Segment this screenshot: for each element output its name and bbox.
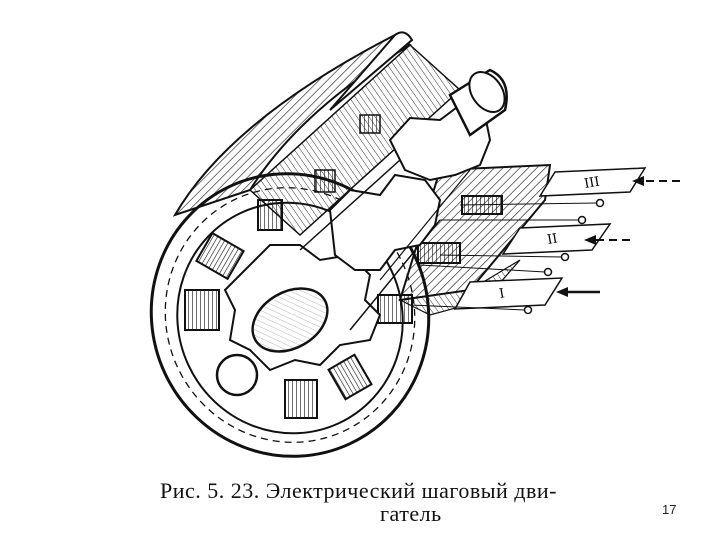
- page-number: 17: [662, 502, 677, 517]
- phase-label-2: II: [546, 231, 559, 248]
- current-arrows: [556, 176, 680, 297]
- caption-line-1: Рис. 5. 23. Электрический шаговый дви-: [160, 478, 557, 503]
- stator-poles: [184, 114, 503, 419]
- phase-label-1: I: [498, 286, 506, 302]
- phase-label-3: III: [583, 174, 601, 191]
- caption-line-2: гатель: [380, 501, 442, 526]
- phase-terminals: III II I: [409, 167, 647, 315]
- figure-caption: Рис. 5. 23. Электрический шаговый дви- г…: [160, 478, 660, 527]
- rotor: [215, 68, 508, 397]
